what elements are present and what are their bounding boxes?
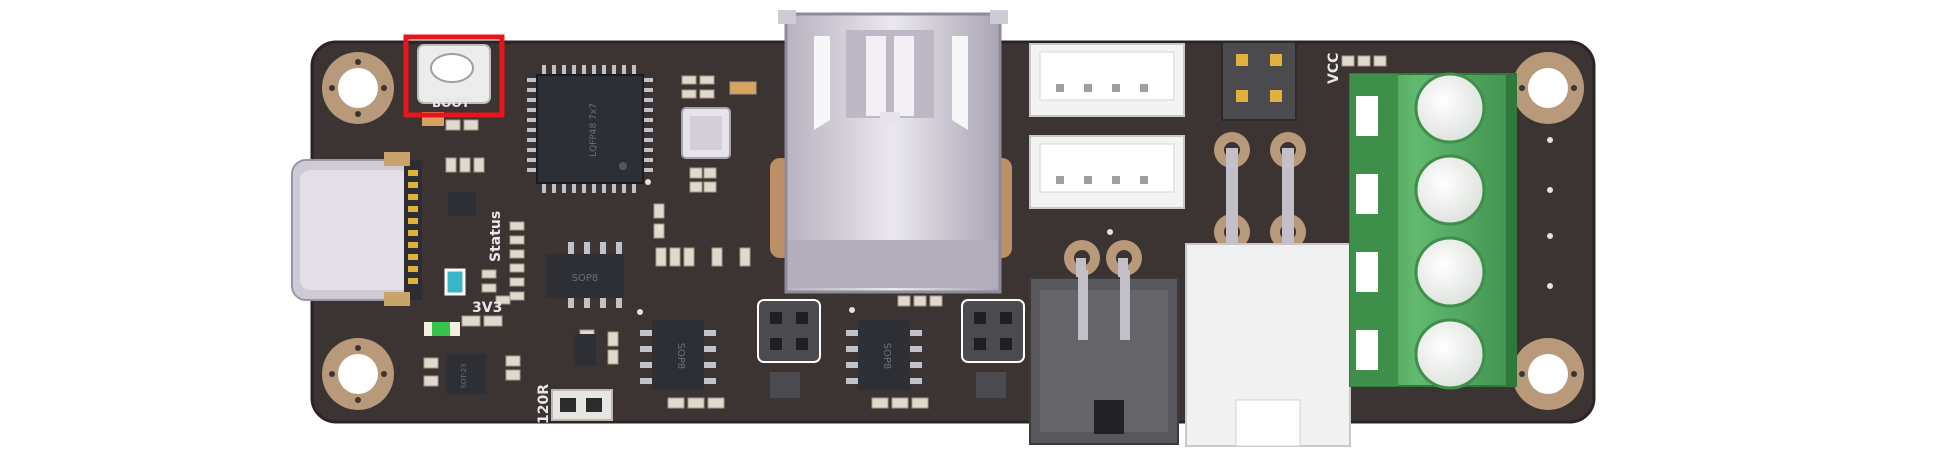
smd-pad	[976, 372, 1006, 398]
transistor	[574, 334, 596, 366]
vcc-header	[1221, 41, 1297, 121]
boot-highlight-box	[403, 34, 505, 118]
transceiver-chip	[640, 320, 716, 390]
mounting-hole-icon	[322, 52, 394, 124]
screw-terminal-icon[interactable]	[1349, 72, 1517, 390]
boot-label: BOOT	[432, 96, 471, 110]
large-white-connector[interactable]	[1185, 243, 1351, 447]
mcu-chip	[527, 65, 653, 193]
mounting-hole-icon	[1512, 52, 1584, 124]
power-connector[interactable]	[1029, 270, 1179, 445]
transceiver-marking-3: SOP8	[881, 343, 892, 370]
r120-label: 120R	[536, 384, 552, 424]
passive-components	[423, 55, 1387, 409]
status-label: Status	[488, 211, 504, 262]
mcu-marking: LQFP48 7x7	[589, 103, 599, 157]
usb-c-port-icon	[291, 152, 422, 306]
jst-connector-1[interactable]	[1029, 43, 1185, 117]
smd-pad	[770, 372, 800, 398]
jumper-header-a	[757, 299, 821, 363]
vcc-label: VCC	[1326, 53, 1342, 84]
status-led	[444, 268, 466, 296]
transceiver-marking-1: SOP8	[572, 273, 599, 284]
mounting-hole-icon	[322, 338, 394, 410]
mounting-hole-icon	[1512, 338, 1584, 410]
termination-jumper[interactable]	[551, 389, 613, 421]
ldo-marking: SOT-23	[460, 363, 468, 388]
ldo-regulator	[446, 354, 486, 394]
transceiver-marking-2: SOP8	[675, 343, 686, 370]
transceiver-chip	[546, 242, 624, 308]
power-led	[424, 322, 460, 336]
jst-connector-2[interactable]	[1029, 135, 1185, 209]
usb-a-port-icon	[770, 10, 1012, 294]
small-ic	[448, 192, 476, 216]
boot-button[interactable]	[417, 44, 491, 126]
crystal	[681, 107, 731, 159]
transceiver-chip	[846, 320, 922, 390]
v3-label: 3V3	[472, 300, 502, 316]
vias	[637, 137, 1553, 315]
jumper-header-b	[961, 299, 1025, 363]
